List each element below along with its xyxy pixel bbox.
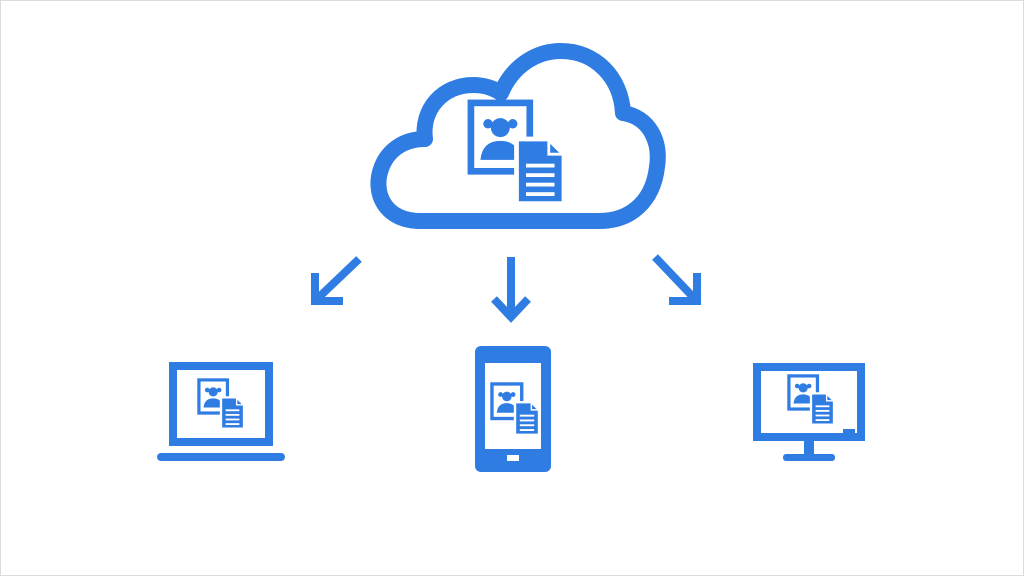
cloud-icon (370, 43, 666, 229)
monitor-icon (753, 363, 865, 461)
arrow-down-left-icon (311, 256, 362, 305)
arrow-down-right-icon (652, 254, 701, 305)
smartphone-icon (475, 346, 551, 472)
laptop-icon (157, 362, 285, 461)
arrow-down-icon (491, 257, 531, 323)
